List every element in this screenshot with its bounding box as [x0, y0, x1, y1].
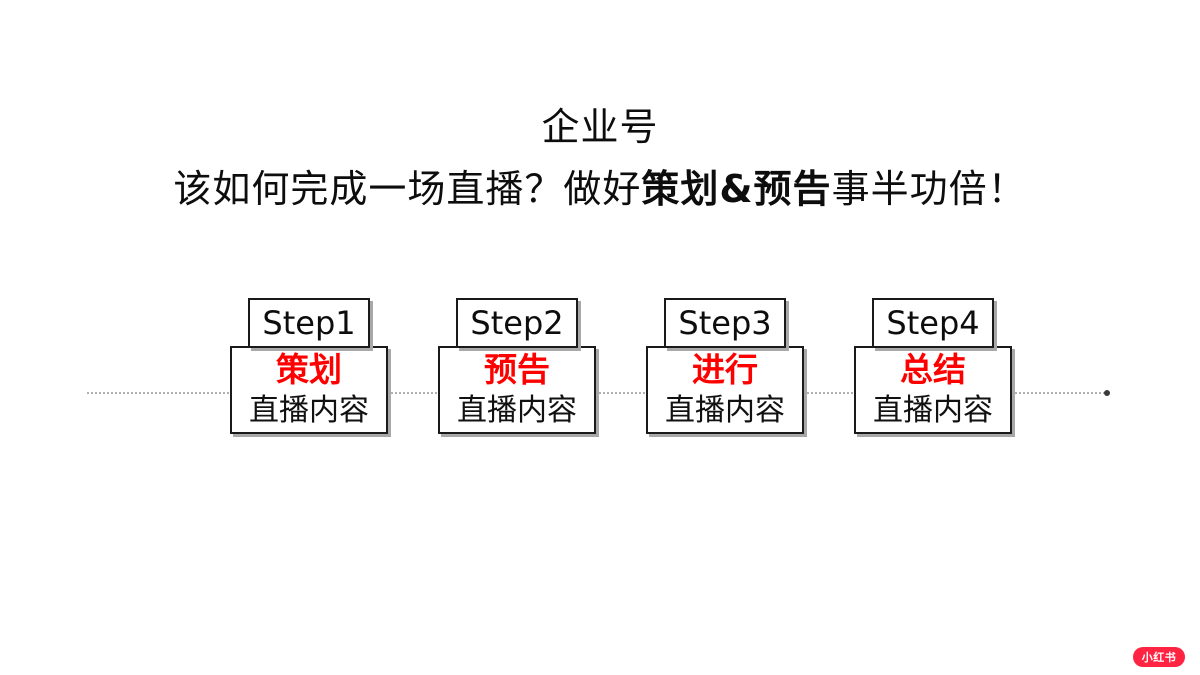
page-subtitle: 该如何完成一场直播？做好策划&预告事半功倍！: [0, 158, 1200, 220]
step-group-3: Step3 进行 直播内容: [646, 298, 804, 434]
step-highlight: 进行: [692, 350, 758, 389]
step-text: 直播内容: [665, 393, 785, 428]
slide-heading: 企业号 该如何完成一场直播？做好策划&预告事半功倍！: [0, 96, 1200, 220]
timeline-end-dot: [1104, 390, 1110, 396]
step-highlight: 总结: [900, 350, 966, 389]
step-highlight: 策划: [276, 350, 342, 389]
step-text: 直播内容: [873, 393, 993, 428]
step-label-box: Step4: [872, 298, 994, 348]
step-main-box: 总结 直播内容: [854, 346, 1012, 434]
timeline-dotted-line: [87, 392, 1105, 394]
step-label-box: Step2: [456, 298, 578, 348]
step-group-2: Step2 预告 直播内容: [438, 298, 596, 434]
subtitle-post: 事半功倍！: [831, 167, 1027, 211]
subtitle-emphasis: 策划&预告: [641, 167, 832, 211]
step-group-1: Step1 策划 直播内容: [230, 298, 388, 434]
steps-container: Step1 策划 直播内容 Step2 预告 直播内容 Step3 进行 直播内…: [230, 298, 1012, 434]
step-label-box: Step3: [664, 298, 786, 348]
subtitle-pre: 该如何完成一场直播？做好: [173, 167, 642, 211]
step-main-box: 预告 直播内容: [438, 346, 596, 434]
xiaohongshu-logo: 小红书: [1133, 647, 1185, 667]
step-highlight: 预告: [484, 350, 550, 389]
step-text: 直播内容: [249, 393, 369, 428]
step-main-box: 策划 直播内容: [230, 346, 388, 434]
step-group-4: Step4 总结 直播内容: [854, 298, 1012, 434]
step-text: 直播内容: [457, 393, 577, 428]
step-main-box: 进行 直播内容: [646, 346, 804, 434]
page-title: 企业号: [541, 105, 659, 149]
step-label-box: Step1: [248, 298, 370, 348]
